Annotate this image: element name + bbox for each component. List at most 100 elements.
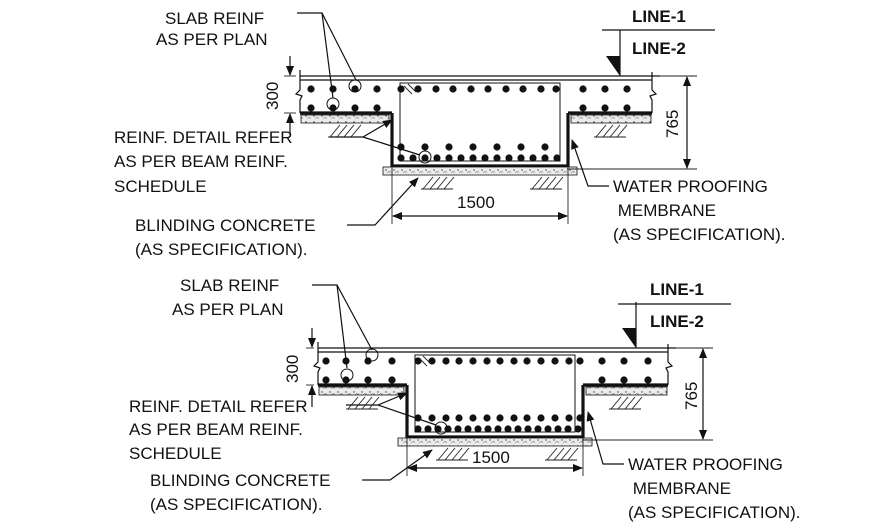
soil-hatch (602, 124, 614, 138)
rebar-dot (484, 85, 492, 93)
rebar-dot (496, 357, 504, 365)
rebar-dot (537, 357, 545, 365)
soil-hatch (451, 447, 463, 461)
rebar-dot (623, 104, 631, 112)
break-line-right (649, 72, 658, 113)
rebar-dot (537, 85, 545, 93)
line-1-label: LINE-1 (632, 7, 686, 26)
reinf-detail-label-line1: REINF. DETAIL REFER (114, 128, 293, 147)
rebar-dot (623, 85, 631, 93)
rebar-dot (523, 357, 531, 365)
blinding-concrete (397, 437, 593, 447)
rebar-dot (517, 143, 525, 151)
soil-hatch (609, 124, 621, 138)
waterproofing-label-line3: (AS SPECIFICATION). (613, 225, 786, 244)
soil-hatch (595, 124, 607, 138)
soil-hatch (336, 124, 348, 138)
soil-hatch (560, 447, 572, 461)
rebar-dot (524, 425, 532, 433)
soil-hatch (631, 396, 643, 410)
soil-hatch (552, 176, 564, 190)
rebar-dot (351, 104, 359, 112)
rebar-dot (541, 154, 549, 162)
rebar-dot (442, 357, 450, 365)
rebar-dot (414, 357, 422, 365)
rebar-dot (601, 104, 609, 112)
rebar-dot (455, 414, 463, 422)
rebar-callout-ring (418, 150, 432, 164)
rebar-dot (510, 414, 518, 422)
rebar-dot (601, 85, 609, 93)
line-2-label: LINE-2 (650, 312, 704, 331)
soil-hatch (329, 124, 341, 138)
rebar-dot (373, 104, 381, 112)
rebar-dot (414, 85, 422, 93)
rebar-callout-ring (340, 368, 354, 382)
slab-reinf-leader-2 (336, 284, 348, 369)
soil-hatch (347, 396, 359, 410)
rebar-dot (537, 414, 545, 422)
rebar-dot (454, 425, 462, 433)
rebar-dot (397, 154, 405, 162)
soil-hatch (354, 396, 366, 410)
section-geometry (306, 284, 731, 481)
soil-hatch (546, 447, 558, 461)
waterproofing-membrane (390, 113, 570, 168)
rebar-dot (481, 154, 489, 162)
slab-blinding-right (585, 386, 668, 396)
rebar-dot (469, 154, 477, 162)
break-line-left (294, 70, 303, 113)
reinf-detail-label-line3: SCHEDULE (129, 444, 222, 463)
stirrup-outline (399, 82, 561, 162)
slab-reinf-label-line1: SLAB REINF (165, 9, 264, 28)
section-marker-triangle (622, 328, 636, 348)
rebar-dot (322, 376, 330, 384)
soil-hatch (616, 124, 628, 138)
rebar-dot (565, 357, 573, 365)
soil-hatch (553, 447, 565, 461)
reinf-detail-leader-2 (362, 136, 421, 156)
stirrup-outline (414, 354, 576, 433)
waterproofing-label-line3: (AS SPECIFICATION). (628, 503, 801, 522)
blinding-concrete (382, 166, 578, 176)
slab-reinf-label-line1: SLAB REINF (180, 276, 279, 295)
detail-1: SLAB REINF AS PER PLAN LINE-1 LINE-2 REI… (114, 7, 786, 259)
soil-hatch (444, 447, 456, 461)
rebar-dot (484, 425, 492, 433)
break-line-left (312, 342, 321, 385)
line-2-label: LINE-2 (632, 39, 686, 58)
waterproofing-membrane (405, 385, 585, 439)
rebar-dot (505, 154, 513, 162)
rebar-dot (565, 414, 573, 422)
slab-thickness-dimension: 300 (263, 82, 282, 110)
rebar-dot (579, 104, 587, 112)
rebar-dot (464, 425, 472, 433)
rebar-dot (502, 85, 510, 93)
rebar-dot (433, 154, 441, 162)
slab-blinding-left (318, 386, 405, 396)
rebar-dot (574, 425, 582, 433)
rebar-dot (409, 154, 417, 162)
soil-hatch (368, 396, 380, 410)
waterproofing-leader (586, 411, 624, 465)
rebar-dot (307, 85, 315, 93)
rebar-dot (397, 85, 405, 93)
rebar-dot (493, 154, 501, 162)
soil-hatch (538, 176, 550, 190)
soil-hatch (610, 396, 622, 410)
rebar-dot (544, 425, 552, 433)
reinf-detail-label-line2: AS PER BEAM REINF. (129, 420, 303, 439)
soil-hatch (422, 176, 434, 190)
rebar-dot (579, 85, 587, 93)
rebar-dot (388, 357, 396, 365)
rebar-dot (620, 357, 628, 365)
rebar-dot (496, 414, 504, 422)
soil-hatch (617, 396, 629, 410)
blinding-leader (347, 177, 419, 226)
rebar-dot (576, 357, 584, 365)
rebar-dot (620, 376, 628, 384)
blinding-label-line1: BLINDING CONCRETE (135, 216, 315, 235)
rebar-dot (644, 376, 652, 384)
rebar-dot (421, 143, 429, 151)
